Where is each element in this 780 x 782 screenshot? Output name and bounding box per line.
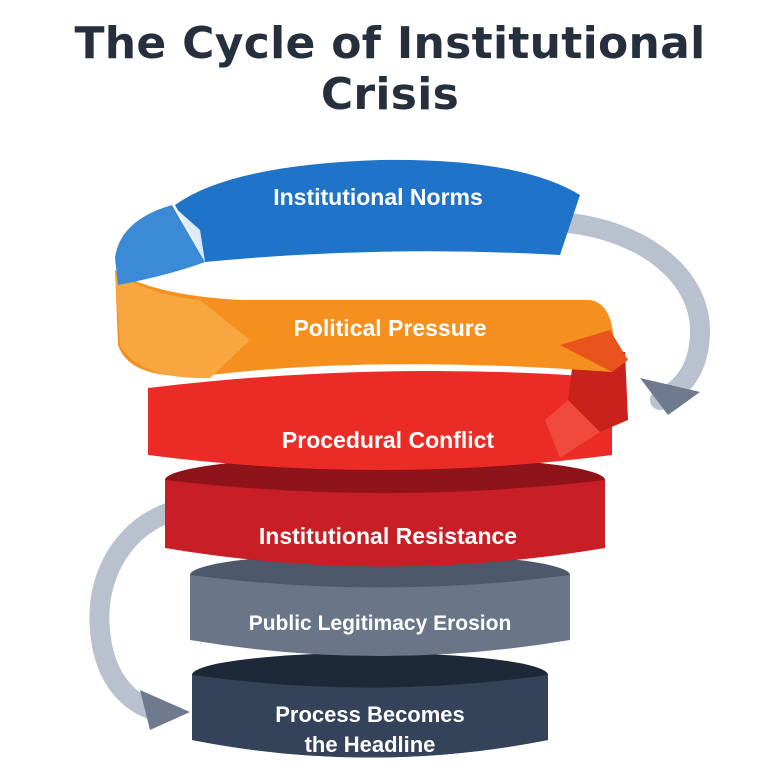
stage-public-legitimacy-erosion: Public Legitimacy Erosion <box>190 553 570 656</box>
stage-label-2: Political Pressure <box>293 315 486 341</box>
stage-procedural-conflict: Procedural Conflict <box>148 345 628 470</box>
stage-label-6a: Process Becomes <box>275 702 465 727</box>
cycle-arrow-right-icon <box>550 212 711 415</box>
stage-institutional-resistance: Institutional Resistance <box>165 456 605 567</box>
stage-institutional-norms: Institutional Norms <box>115 159 580 285</box>
stage-label-4: Institutional Resistance <box>259 523 517 549</box>
stage-label-3: Procedural Conflict <box>282 427 494 453</box>
cycle-arrow-left-icon <box>89 502 190 730</box>
stage-label-5: Public Legitimacy Erosion <box>249 612 512 635</box>
stage-label-1: Institutional Norms <box>273 184 483 210</box>
stage-process-becomes-headline: Process Becomes the Headline <box>192 653 548 758</box>
stage-political-pressure: Political Pressure <box>115 270 628 379</box>
stage-label-6b: the Headline <box>305 732 436 757</box>
diagram-title: The Cycle of Institutional Crisis <box>74 18 706 120</box>
